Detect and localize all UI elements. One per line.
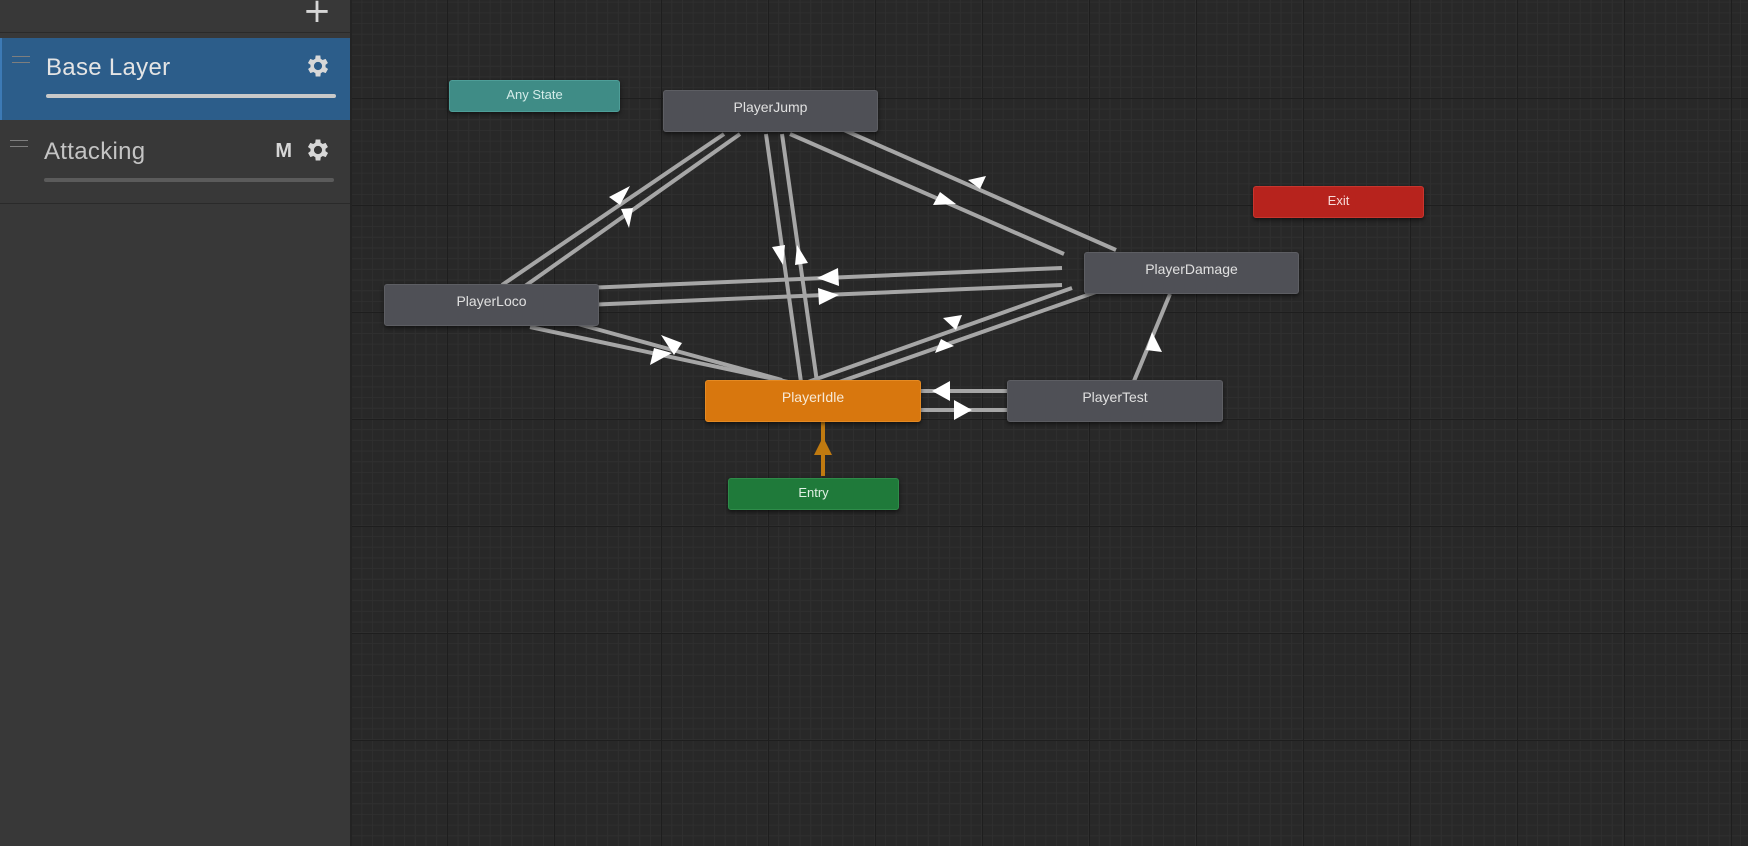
transition-line[interactable] [807, 286, 1073, 384]
state-machine-graph[interactable]: Any State PlayerJump Exit PlayerDamage P… [352, 0, 1748, 846]
layer-name: Base Layer [46, 54, 171, 81]
transition-line[interactable] [843, 128, 1117, 252]
transition-arrow-icon[interactable] [609, 186, 630, 205]
drag-handle-icon[interactable] [10, 140, 28, 147]
drag-handle-icon[interactable] [12, 56, 30, 63]
state-player-loco[interactable]: PlayerLoco [384, 284, 599, 326]
transition-arrow-icon[interactable] [943, 315, 962, 330]
layer-weight-bar[interactable] [46, 94, 336, 98]
default-transition-arrow-icon[interactable] [814, 437, 832, 455]
transition-arrow-icon[interactable] [661, 335, 682, 355]
transition-arrow-icon[interactable] [650, 348, 672, 365]
state-any-state[interactable]: Any State [449, 80, 620, 112]
transition-line[interactable] [827, 290, 1097, 388]
mask-badge: M [275, 140, 292, 162]
gear-icon[interactable] [304, 52, 332, 80]
transition-arrow-icon[interactable] [968, 176, 986, 189]
transition-arrow-icon[interactable] [621, 208, 633, 228]
transition-arrow-icon[interactable] [1146, 332, 1162, 352]
state-player-idle[interactable]: PlayerIdle [705, 380, 921, 422]
state-player-test[interactable]: PlayerTest [1007, 380, 1223, 422]
layers-panel: + Base Layer Attacking M [0, 0, 352, 846]
transition-line[interactable] [789, 132, 1065, 256]
state-player-jump[interactable]: PlayerJump [663, 90, 878, 132]
transition-line[interactable] [537, 266, 1063, 292]
transition-arrow-icon[interactable] [818, 288, 839, 305]
transition-arrow-icon[interactable] [954, 400, 972, 420]
transition-arrow-icon[interactable] [932, 381, 950, 401]
state-player-damage[interactable]: PlayerDamage [1084, 252, 1299, 294]
transition-arrow-icon[interactable] [795, 245, 808, 265]
transition-arrow-icon[interactable] [935, 339, 954, 353]
transition-line[interactable] [500, 132, 726, 287]
layers-header: + [0, 0, 350, 33]
transition-arrow-icon[interactable] [817, 268, 839, 286]
state-exit[interactable]: Exit [1253, 186, 1424, 218]
transition-arrow-icon[interactable] [933, 192, 956, 205]
transition-arrow-icon[interactable] [772, 245, 785, 265]
add-layer-button[interactable]: + [302, 0, 332, 31]
state-entry[interactable]: Entry [728, 478, 899, 510]
transition-line[interactable] [555, 316, 783, 382]
layer-weight-bar[interactable] [44, 178, 334, 182]
gear-icon[interactable] [304, 136, 332, 164]
layer-name: Attacking [44, 138, 146, 165]
layer-row-base-layer[interactable]: Base Layer [0, 38, 350, 120]
transitions-layer [500, 128, 1172, 476]
layer-row-attacking[interactable]: Attacking M [0, 122, 350, 204]
transition-line[interactable] [537, 283, 1063, 309]
